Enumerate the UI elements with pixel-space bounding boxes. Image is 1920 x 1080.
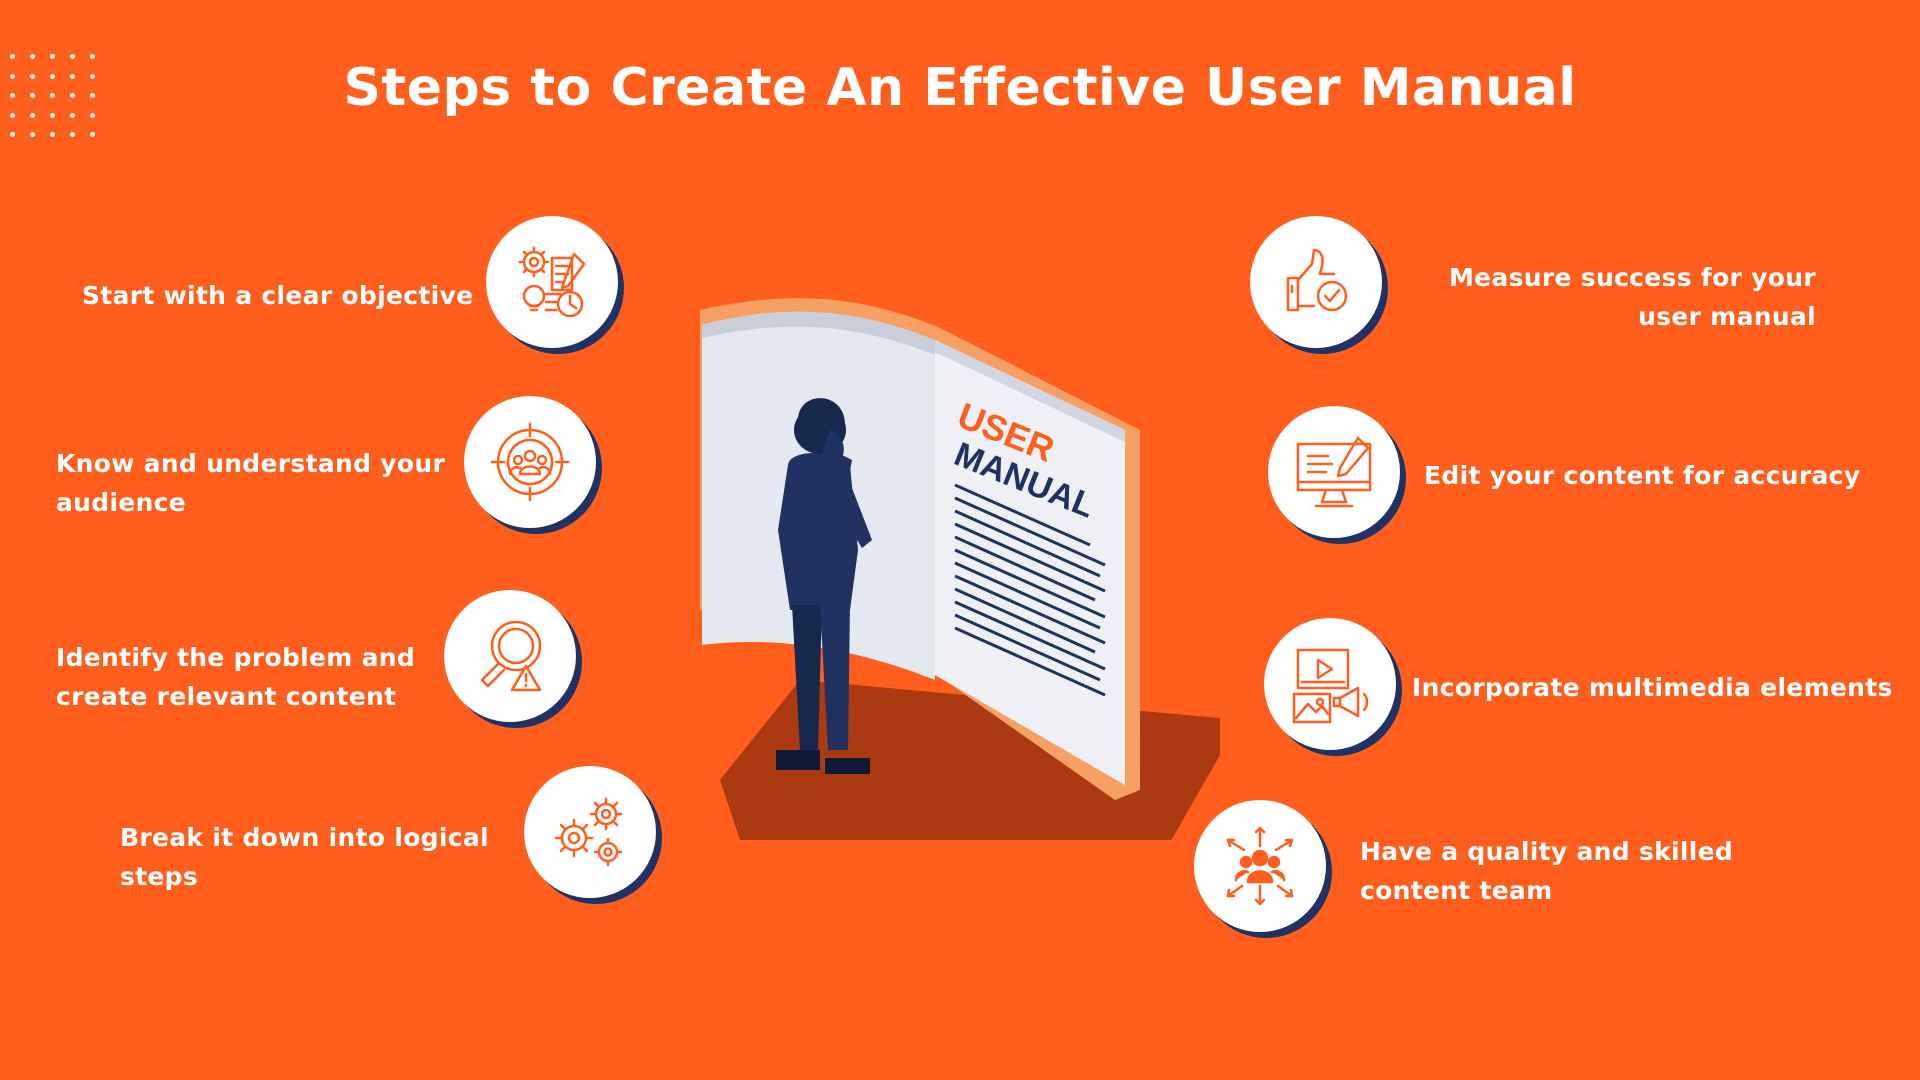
- step-badge-objective: [486, 216, 624, 354]
- thumbs-up-check-icon: [1286, 248, 1348, 312]
- book-text-lines: [954, 483, 1106, 697]
- step-label-edit: Edit your content for accuracy: [1424, 461, 1861, 490]
- step-badge-measure: [1250, 216, 1388, 354]
- man-reading-book-illustration: USER MANUAL: [700, 298, 1240, 860]
- step-badge-problem: [444, 590, 582, 728]
- step-badge-team: [1194, 800, 1332, 938]
- step-label-audience: Know and understand your audience: [56, 449, 446, 517]
- step-badge-logical-steps: [524, 766, 662, 904]
- step-label-multimedia: Incorporate multimedia elements: [1412, 673, 1893, 702]
- man-figure: [776, 398, 872, 774]
- book-illustration: USER MANUAL: [680, 280, 1240, 860]
- step-label-logical-steps: Break it down into logical steps: [120, 823, 489, 891]
- audience-target-icon: [490, 422, 570, 502]
- monitor-pencil-icon: [1296, 436, 1372, 508]
- step-badge-multimedia: [1264, 618, 1402, 756]
- magnifier-warning-icon: [480, 620, 542, 692]
- step-badge-audience: [464, 396, 602, 534]
- planning-gears-icon: [518, 246, 586, 318]
- team-network-icon: [1226, 826, 1294, 906]
- step-label-objective: Start with a clear objective: [82, 281, 474, 310]
- page-title: Steps to Create An Effective User Manual: [343, 58, 1577, 118]
- step-label-measure: Measure success for your user manual: [1449, 263, 1816, 331]
- step-badge-edit: [1268, 406, 1406, 544]
- decorative-dot-grid: [10, 54, 110, 152]
- multimedia-icon: [1292, 648, 1369, 724]
- step-label-team: Have a quality and skilled content team: [1360, 837, 1734, 905]
- gears-icon: [554, 797, 623, 867]
- step-label-problem: Identify the problem and create relevant…: [56, 643, 416, 711]
